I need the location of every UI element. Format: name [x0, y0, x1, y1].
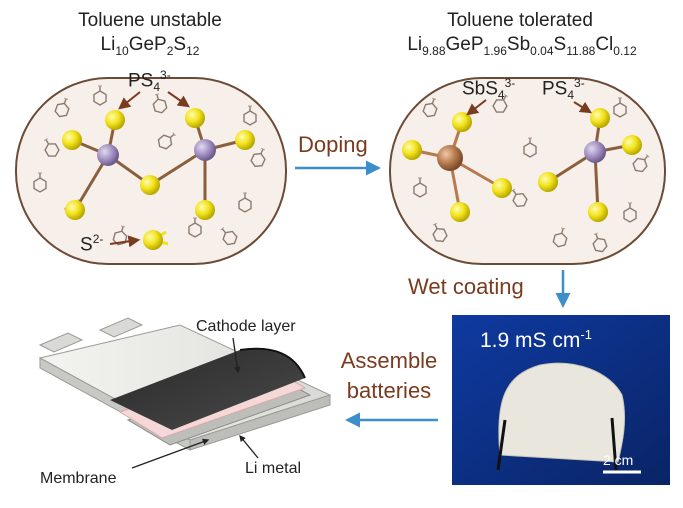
right-formula: Li9.88GeP1.96Sb0.04S11.88Cl0.12: [372, 34, 672, 58]
wet-coating-label: Wet coating: [408, 274, 524, 300]
battery-pouch: [40, 318, 330, 450]
left-formula-s-sub: 12: [186, 44, 199, 58]
left-formula-li: Li: [101, 34, 116, 55]
conductivity-label: 1.9 mS cm-1: [480, 327, 592, 353]
scale-bar-label: 2 cm: [603, 452, 633, 468]
left-formula: Li10GeP2S12: [70, 34, 230, 58]
right-formula-li: Li: [407, 34, 422, 55]
left-ps4-label: PS43-: [128, 68, 171, 94]
coated-membrane: [499, 363, 625, 462]
membrane-label: Membrane: [40, 470, 116, 488]
left-formula-s: S: [173, 34, 186, 55]
right-formula-gep-sub: 1.96: [484, 44, 507, 58]
right-formula-li-sub: 9.88: [422, 44, 445, 58]
batteries-label: batteries: [334, 378, 444, 404]
right-formula-cl-sub: 0.12: [613, 44, 636, 58]
right-formula-s-sub: 11.88: [566, 44, 595, 58]
left-title: Toluene unstable: [70, 10, 230, 32]
right-title: Toluene tolerated: [430, 10, 610, 32]
li-metal-label: Li metal: [245, 460, 301, 478]
cathode-layer-label: Cathode layer: [196, 318, 296, 336]
left-formula-gep: GeP: [129, 34, 167, 55]
right-formula-sb-sub: 0.04: [530, 44, 553, 58]
right-formula-cl: Cl: [595, 34, 613, 55]
right-formula-s: S: [554, 34, 567, 55]
assemble-label: Assemble: [334, 348, 444, 374]
left-s2-label: S2-: [80, 232, 103, 256]
doping-label: Doping: [298, 132, 368, 158]
left-formula-li-sub: 10: [115, 44, 128, 58]
right-sbs4-label: SbS43-: [462, 76, 515, 102]
right-formula-sb: Sb: [507, 34, 530, 55]
right-formula-gep: GeP: [446, 34, 484, 55]
right-ps4-label: PS43-: [542, 76, 585, 102]
